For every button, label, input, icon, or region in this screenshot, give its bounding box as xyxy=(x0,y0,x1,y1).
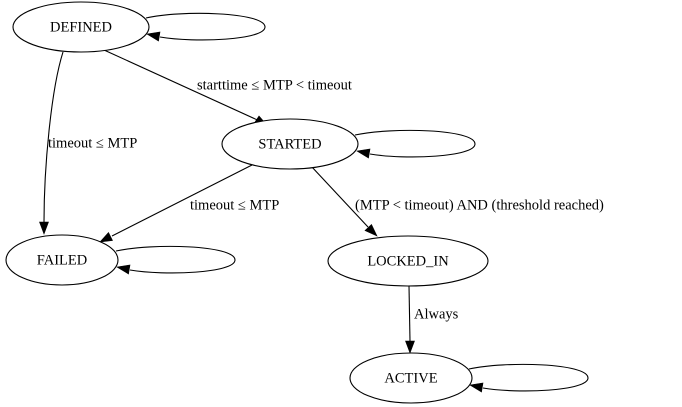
nodes-layer: DEFINED STARTED FAILED LOCKED_IN ACTIVE xyxy=(5,1,489,404)
edge-line xyxy=(115,245,236,274)
edge-started-to-failed xyxy=(99,164,253,243)
edge-started-self-loop xyxy=(354,129,476,159)
edge-label-defined-to-failed: timeout ≤ MTP xyxy=(48,135,137,151)
edge-label-defined-to-started: starttime ≤ MTP < timeout xyxy=(197,77,352,93)
edge-defined-to-failed xyxy=(39,51,64,235)
edge-line xyxy=(111,164,253,237)
edge-line xyxy=(408,285,411,342)
node-started[interactable]: STARTED xyxy=(221,118,359,170)
node-active[interactable]: ACTIVE xyxy=(349,352,473,404)
edge-line xyxy=(43,51,64,223)
node-locked-in-shape[interactable] xyxy=(327,235,489,287)
node-failed[interactable]: FAILED xyxy=(5,234,119,286)
arrowhead-icon xyxy=(99,231,113,243)
arrowhead-icon xyxy=(469,382,484,393)
edge-line xyxy=(354,129,476,158)
node-defined-label: DEFINED xyxy=(50,19,112,35)
edge-line xyxy=(103,49,265,124)
edge-line xyxy=(468,363,589,392)
edge-line xyxy=(310,165,369,228)
arrowhead-icon xyxy=(405,340,415,354)
edge-label-started-to-failed: timeout ≤ MTP xyxy=(190,197,279,213)
edge-started-to-locked-in xyxy=(310,165,378,237)
edge-defined-self-loop xyxy=(145,12,266,42)
node-failed-label: FAILED xyxy=(37,252,87,268)
arrowhead-icon xyxy=(116,264,131,275)
edges-layer xyxy=(39,12,589,393)
edge-labels-layer: starttime ≤ MTP < timeout timeout ≤ MTP … xyxy=(48,77,604,322)
node-defined[interactable]: DEFINED xyxy=(12,1,150,53)
node-failed-shape[interactable] xyxy=(5,234,119,286)
edge-label-locked-in-to-active: Always xyxy=(414,306,459,322)
node-active-shape[interactable] xyxy=(349,352,473,404)
arrowhead-icon xyxy=(356,148,371,159)
arrowhead-icon xyxy=(146,31,161,42)
node-locked-in[interactable]: LOCKED_IN xyxy=(327,235,489,287)
edge-active-self-loop xyxy=(468,363,589,393)
edge-locked-in-to-active xyxy=(405,285,415,354)
node-started-label: STARTED xyxy=(258,136,321,152)
arrowhead-icon xyxy=(39,221,49,235)
edge-line xyxy=(145,12,266,41)
node-locked-in-label: LOCKED_IN xyxy=(367,253,449,269)
arrowhead-icon xyxy=(364,224,378,237)
node-defined-shape[interactable] xyxy=(12,1,150,53)
node-active-label: ACTIVE xyxy=(384,370,437,386)
edge-failed-self-loop xyxy=(115,245,236,275)
edge-label-started-to-locked-in: (MTP < timeout) AND (threshold reached) xyxy=(355,197,604,213)
node-started-shape[interactable] xyxy=(221,118,359,170)
